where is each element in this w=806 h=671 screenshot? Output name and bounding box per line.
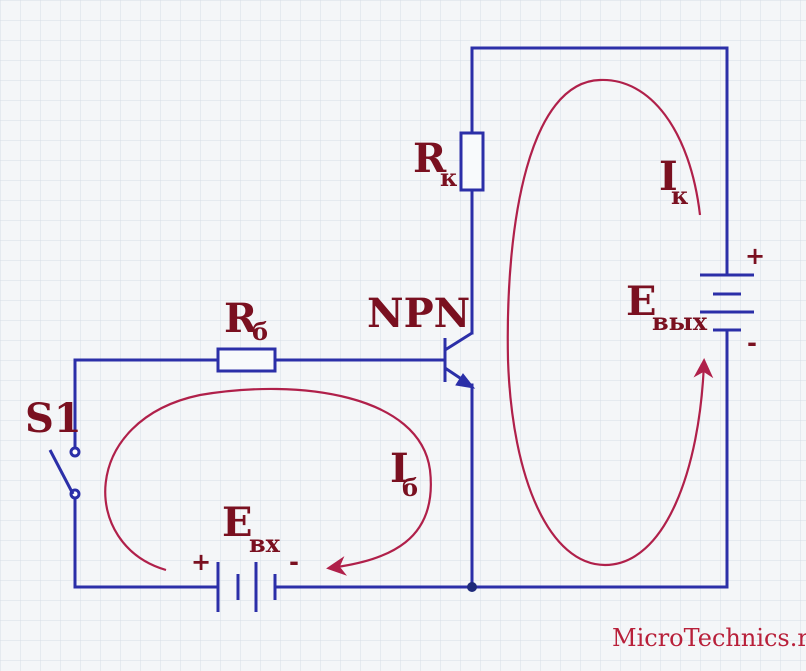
circuit-wires — [73, 46, 729, 589]
label-e-in: E — [222, 499, 253, 546]
battery-e-out — [700, 273, 754, 332]
current-loop-ik — [506, 78, 714, 567]
battery-e-in — [216, 562, 277, 612]
junction-node — [467, 582, 477, 592]
resistor-rk — [459, 131, 485, 192]
label-i-coll: I — [659, 153, 678, 200]
wire-node-right — [470, 328, 729, 589]
label-e-in-sub: вх — [249, 529, 281, 558]
switch-s1 — [48, 446, 81, 500]
npn-transistor — [443, 331, 476, 389]
wire-left-bottom — [73, 494, 220, 589]
watermark: MicroTechnics.ru — [612, 624, 806, 652]
label-plus-out: + — [745, 242, 765, 270]
resistor-rb — [216, 347, 277, 373]
label-rk: R — [413, 135, 447, 182]
label-npn: NPN — [367, 290, 470, 337]
label-rb: R — [224, 295, 258, 342]
label-e-out: E — [626, 278, 657, 325]
wire-rk-top — [470, 46, 729, 277]
label-i-coll-sub: к — [671, 181, 689, 210]
label-plus-in: + — [191, 548, 211, 576]
label-rk-sub: к — [440, 163, 458, 192]
label-i-base: I — [390, 445, 409, 492]
label-e-out-sub: вых — [652, 307, 708, 336]
label-minus-in: - — [289, 548, 299, 576]
label-s1: S1 — [25, 395, 82, 442]
label-i-base-sub: б — [402, 473, 418, 502]
label-rb-sub: б — [252, 317, 268, 346]
label-minus-out: - — [747, 329, 757, 357]
current-loop-ib — [104, 387, 432, 576]
